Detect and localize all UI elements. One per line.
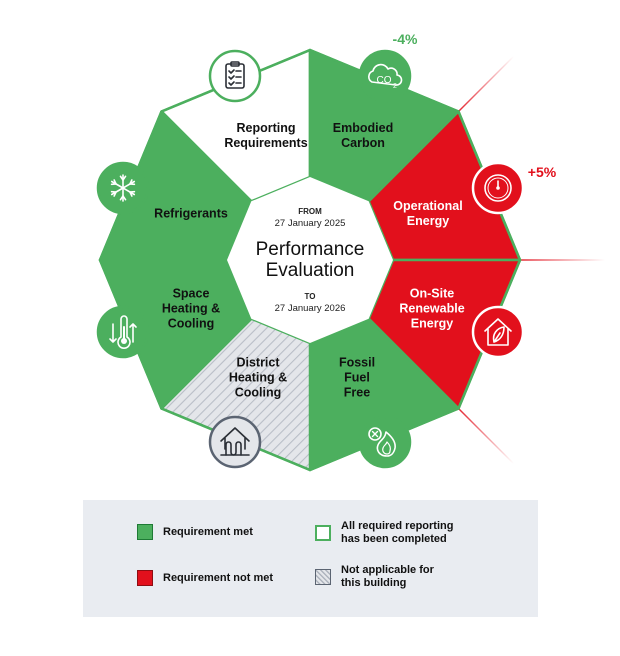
segment-label-operational-energy: Energy	[407, 214, 449, 228]
co2-cloud-icon: CO2	[358, 49, 412, 103]
delta-operational-energy: +5%	[528, 164, 557, 180]
segment-label-fossil-fuel-free: Free	[344, 386, 370, 400]
segment-label-refrigerants: Refrigerants	[154, 207, 228, 221]
legend-item-met: Requirement met	[137, 524, 253, 540]
delta-values: -4% +5%	[393, 31, 557, 180]
svg-text:2: 2	[393, 83, 397, 90]
segment-label-space-heating-cooling: Cooling	[168, 317, 215, 331]
thermometer-icon	[96, 305, 150, 359]
from-label: FROM	[298, 207, 322, 216]
segment-label-fossil-fuel-free: Fuel	[344, 371, 370, 385]
svg-text:CO: CO	[377, 75, 392, 86]
center-hub	[227, 177, 393, 343]
segment-label-district-heating-cooling: Cooling	[235, 386, 282, 400]
legend-item-reporting: All required reporting has been complete…	[315, 520, 453, 546]
legend-label-met: Requirement met	[163, 525, 253, 538]
segment-label-space-heating-cooling: Heating &	[162, 302, 220, 316]
to-date: 27 January 2026	[275, 303, 346, 314]
segment-label-on-site-renewable-energy: Energy	[411, 317, 453, 331]
performance-diagram: FROM 27 January 2025 Performance Evaluat…	[96, 31, 605, 472]
legend-swatch-reporting	[315, 525, 331, 541]
center-text: FROM 27 January 2025 Performance Evaluat…	[256, 207, 365, 314]
legend: Requirement met Requirement not met All …	[83, 500, 538, 617]
highlight-ray	[457, 407, 515, 465]
segment-label-fossil-fuel-free: Fossil	[339, 356, 375, 370]
segment-label-space-heating-cooling: Space	[173, 287, 210, 301]
gauge-icon	[471, 161, 525, 215]
legend-label-reporting: All required reporting has been complete…	[341, 520, 454, 545]
to-label: TO	[305, 292, 316, 301]
leaf-house-icon	[471, 305, 525, 359]
delta-embodied-carbon: -4%	[393, 31, 418, 47]
segment-label-district-heating-cooling: District	[236, 356, 280, 370]
segment-label-embodied-carbon: Embodied	[333, 121, 393, 135]
center-title-line2: Evaluation	[266, 260, 355, 281]
segment-label-district-heating-cooling: Heating &	[229, 371, 287, 385]
segment-label-operational-energy: Operational	[393, 199, 462, 213]
segment-label-on-site-renewable-energy: On-Site	[410, 287, 454, 301]
checklist-icon	[208, 49, 262, 103]
center-title-line1: Performance	[256, 239, 365, 260]
no-flame-icon	[358, 415, 412, 469]
segment-label-reporting-requirements: Requirements	[224, 136, 307, 150]
from-date: 27 January 2025	[275, 218, 346, 229]
legend-label-not-met: Requirement not met	[163, 571, 274, 584]
district-heating-house-icon	[208, 415, 262, 469]
segment-label-embodied-carbon: Carbon	[341, 136, 385, 150]
highlight-ray	[457, 55, 515, 113]
segment-label-on-site-renewable-energy: Renewable	[399, 302, 464, 316]
legend-swatch-not-met	[137, 570, 153, 586]
legend-label-not-applicable: Not applicable for this building	[341, 564, 434, 589]
segment-label-reporting-requirements: Reporting	[236, 121, 295, 135]
highlight-rays	[457, 55, 605, 465]
octagon-outline	[98, 48, 522, 472]
legend-item-not-met: Requirement not met	[137, 570, 273, 586]
legend-swatch-met	[137, 524, 153, 540]
legend-swatch-not-applicable	[315, 569, 331, 585]
segment-icons: CO2	[96, 49, 525, 469]
snowflake-icon	[96, 161, 150, 215]
legend-item-not-applicable: Not applicable for this building	[315, 564, 434, 590]
